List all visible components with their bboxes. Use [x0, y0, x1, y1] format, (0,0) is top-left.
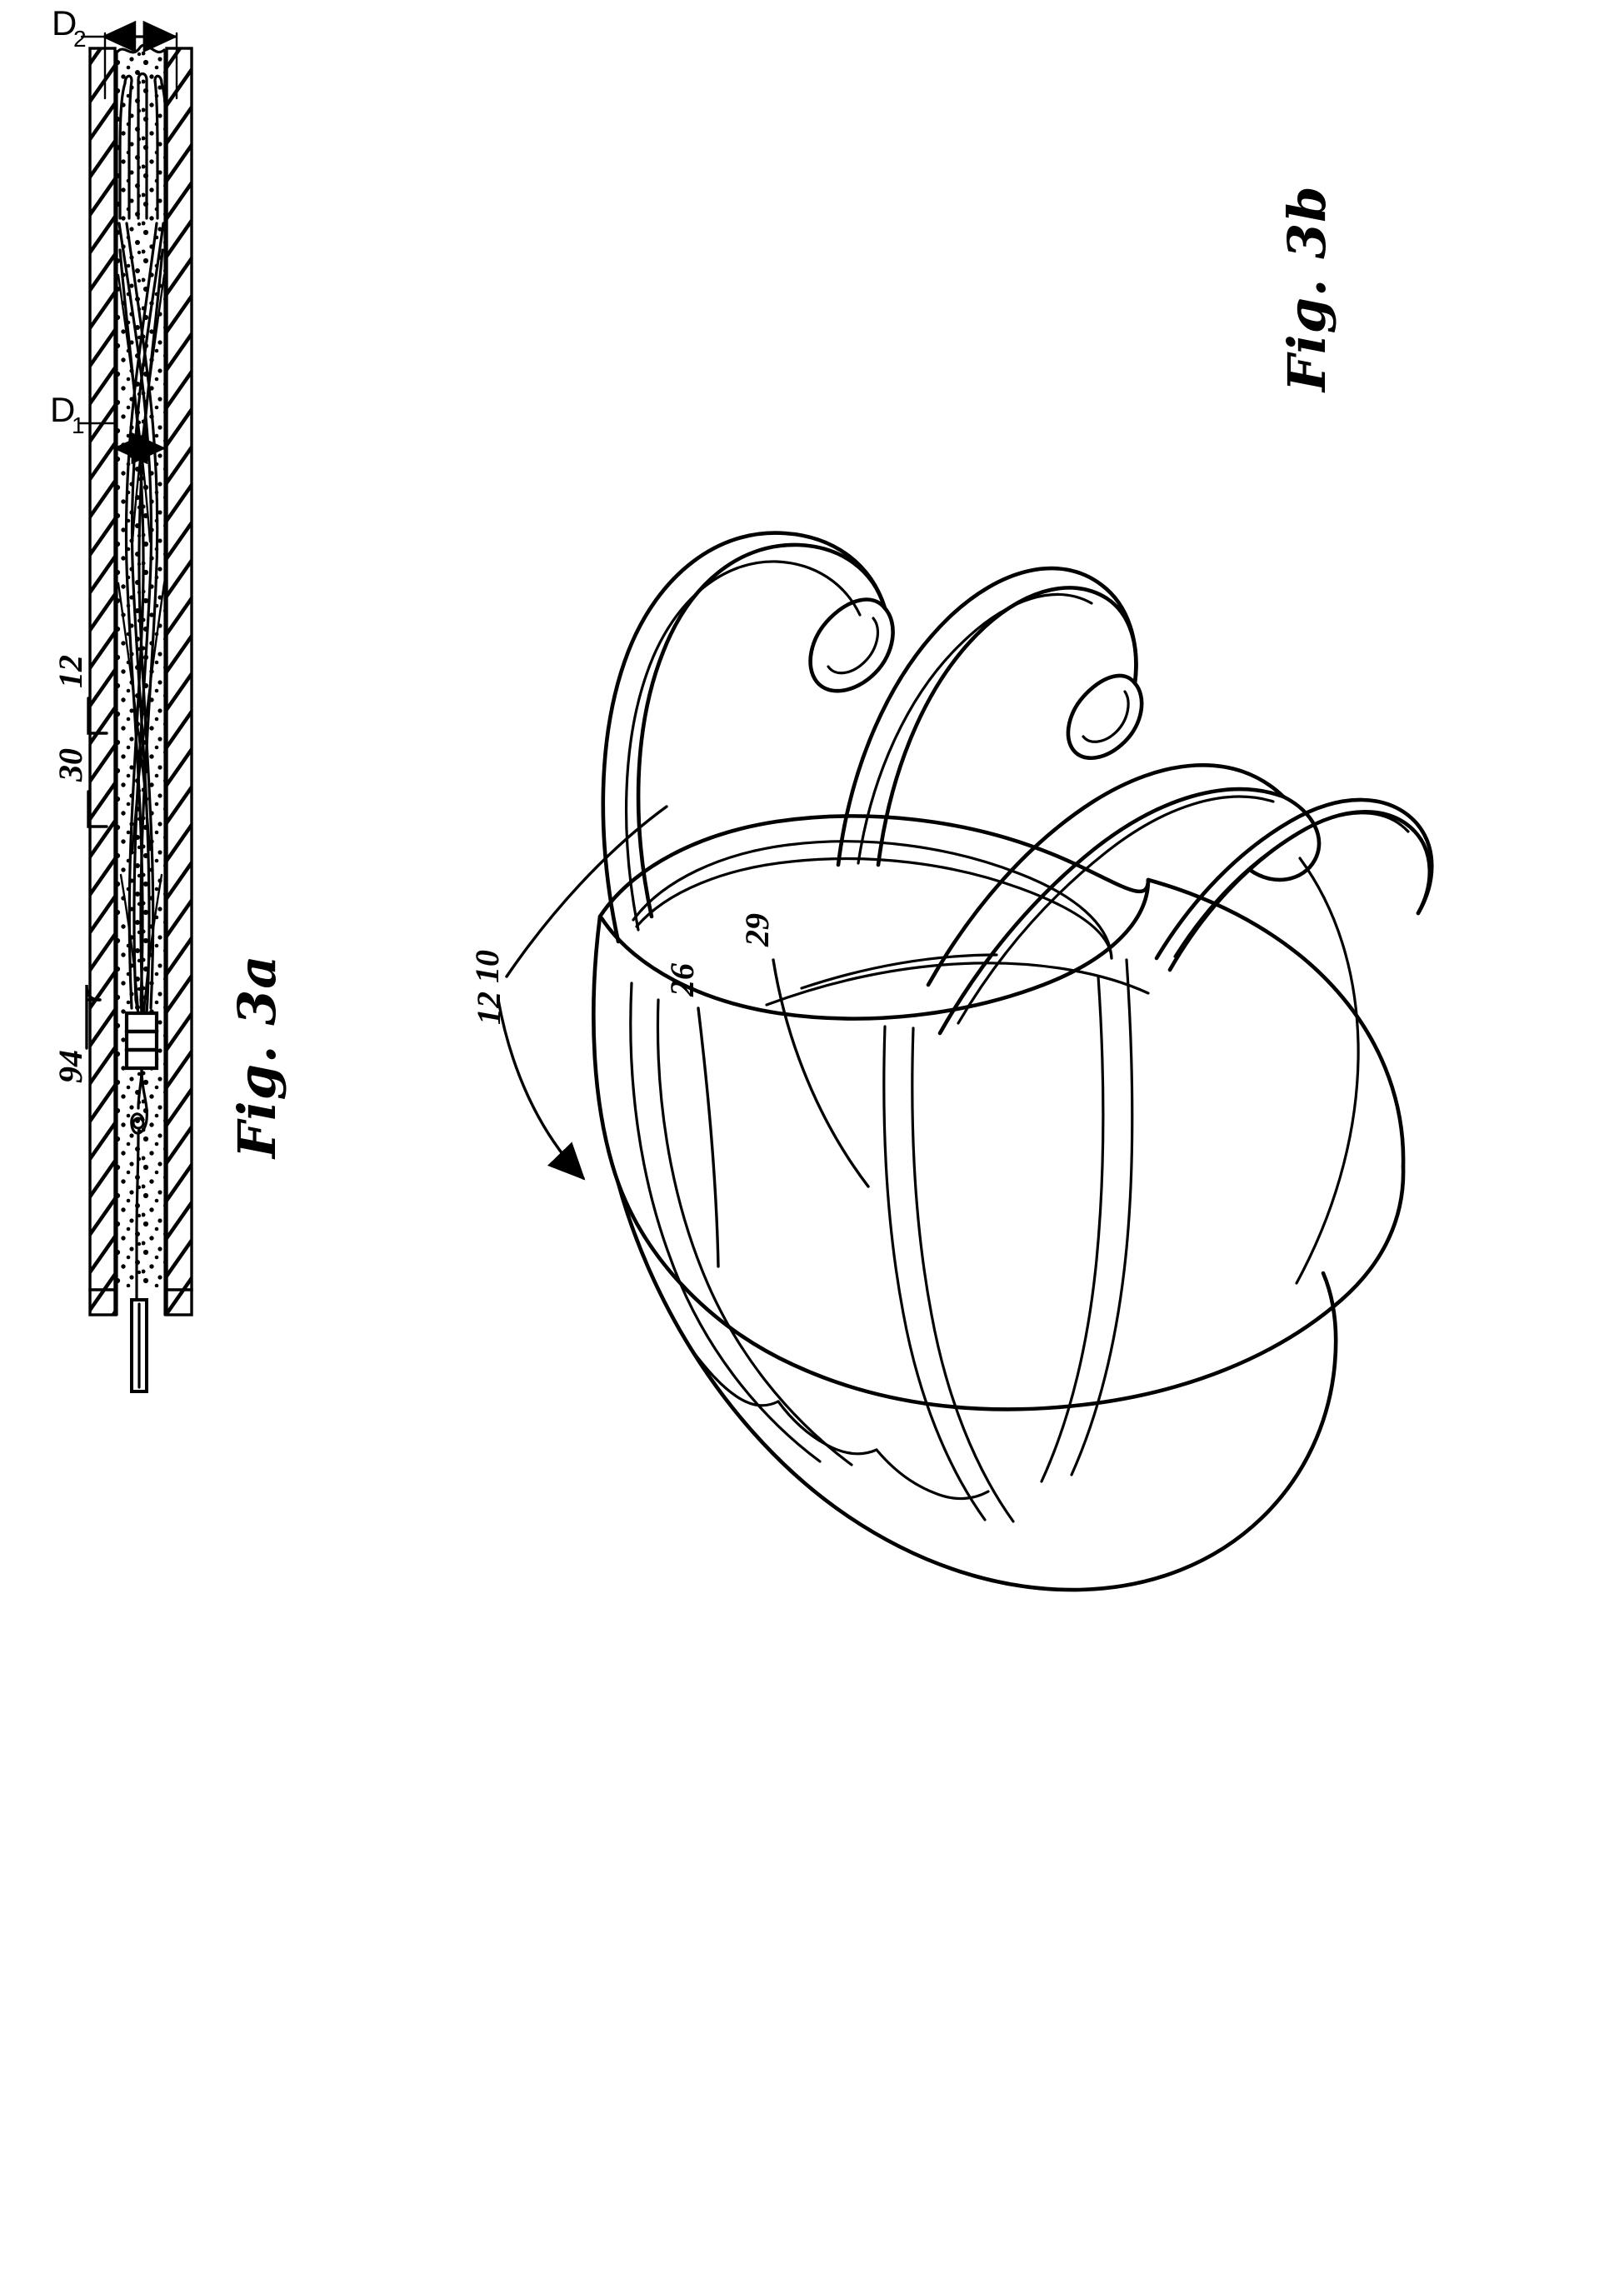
- figure-3a: D 2 D 1 12 30 94 Fig.: [50, 3, 287, 1393]
- core-shaft: [130, 1132, 148, 1393]
- filament-bundle-30-straight-section: [118, 72, 168, 220]
- reference-numeral-29-fig3b: 29: [738, 913, 870, 1188]
- marker-band: [124, 998, 159, 1071]
- reference-numeral-12-fig3a: 12: [52, 655, 108, 735]
- dimension-d2-subscript: 2: [73, 26, 87, 52]
- curved-leg-rear-right: [836, 566, 1144, 867]
- dimension-d1: D 1: [50, 390, 167, 465]
- inner-struts: [765, 953, 1150, 1007]
- figure-3a-caption: Fig. 3a: [227, 955, 287, 1160]
- reference-numeral-12-fig3b-text: 12: [470, 992, 507, 1025]
- cylinder-mouth-rim: [597, 814, 1151, 1021]
- body-longitudinal-lines: [629, 857, 1360, 1523]
- figure-3a-caption-text: Fig. 3a: [227, 955, 287, 1160]
- reference-numeral-94-fig3a-text: 94: [52, 1050, 89, 1083]
- figure-3b: 10 26 29 12 Fig. 3b: [468, 185, 1434, 1592]
- reference-numeral-26-fig3b-text: 26: [663, 963, 701, 997]
- reference-numeral-30-fig3a-text: 30: [52, 748, 89, 782]
- inner-matrix-fill: [115, 50, 167, 1316]
- dimension-d1-subscript: 1: [72, 412, 85, 438]
- reference-numeral-26-fig3b: 26: [663, 963, 720, 1268]
- curved-leg-front-left: [601, 531, 895, 944]
- reference-numeral-29-fig3b-text: 29: [738, 913, 776, 947]
- dimension-d1-label: D: [50, 390, 75, 429]
- braided-filaments: [117, 222, 166, 1014]
- reference-numeral-10-fig3b: 10: [468, 950, 586, 1181]
- reference-numeral-12-fig3b: 12: [470, 805, 668, 1025]
- curved-leg-back-right: [1154, 797, 1434, 972]
- reference-numeral-94-fig3a: 94: [52, 984, 102, 1083]
- dimension-d2: D 2: [52, 3, 178, 100]
- reference-numeral-10-fig3b-text: 10: [468, 950, 506, 983]
- dimension-d2-label: D: [52, 3, 77, 42]
- figure-3b-caption: Fig. 3b: [1277, 185, 1337, 393]
- outer-sheath-wall-94: [88, 47, 193, 1316]
- tubular-body-12: [592, 877, 1406, 1592]
- figure-3b-caption-text: Fig. 3b: [1277, 185, 1337, 393]
- reference-numeral-30-fig3a: 30: [52, 748, 108, 828]
- reference-numeral-12-fig3a-text: 12: [52, 655, 89, 688]
